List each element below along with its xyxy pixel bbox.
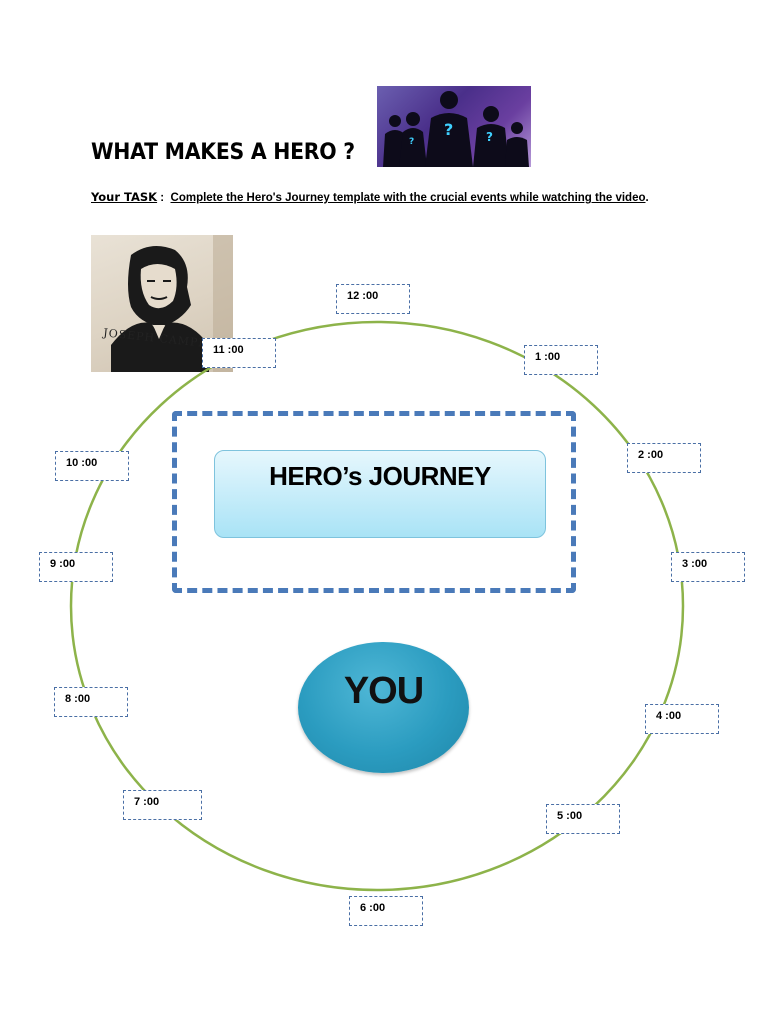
- clock-box-10[interactable]: 10 :00: [55, 451, 129, 481]
- task-end: .: [645, 192, 649, 204]
- heros-journey-box: HERO’s JOURNEY: [214, 450, 546, 538]
- clock-box-12[interactable]: 12 :00: [336, 284, 410, 314]
- clock-box-5[interactable]: 5 :00: [546, 804, 620, 834]
- svg-text:?: ?: [486, 130, 493, 144]
- task-label: Your TASK: [91, 190, 158, 204]
- task-text: Complete the Hero's Journey template wit…: [170, 192, 646, 204]
- superheroes-silhouette-image: ? ? ?: [377, 86, 531, 167]
- task-separator: :: [157, 192, 171, 204]
- svg-text:?: ?: [444, 120, 453, 139]
- journey-dashed-frame: [172, 411, 576, 593]
- clock-box-1[interactable]: 1 :00: [524, 345, 598, 375]
- clock-box-11[interactable]: 11 :00: [202, 338, 276, 368]
- you-circle: YOU: [298, 642, 469, 773]
- svg-text:?: ?: [409, 137, 414, 147]
- clock-box-8[interactable]: 8 :00: [54, 687, 128, 717]
- clock-box-2[interactable]: 2 :00: [627, 443, 701, 473]
- task-instructions: Your TASK : Complete the Hero's Journey …: [91, 189, 651, 207]
- clock-box-3[interactable]: 3 :00: [671, 552, 745, 582]
- clock-box-7[interactable]: 7 :00: [123, 790, 202, 820]
- you-label: YOU: [343, 670, 424, 712]
- worksheet-title: WHAT MAKES A HERO ?: [91, 140, 355, 165]
- clock-box-6[interactable]: 6 :00: [349, 896, 423, 926]
- clock-box-9[interactable]: 9 :00: [39, 552, 113, 582]
- heros-journey-title: HERO’s JOURNEY: [269, 461, 491, 491]
- clock-box-4[interactable]: 4 :00: [645, 704, 719, 734]
